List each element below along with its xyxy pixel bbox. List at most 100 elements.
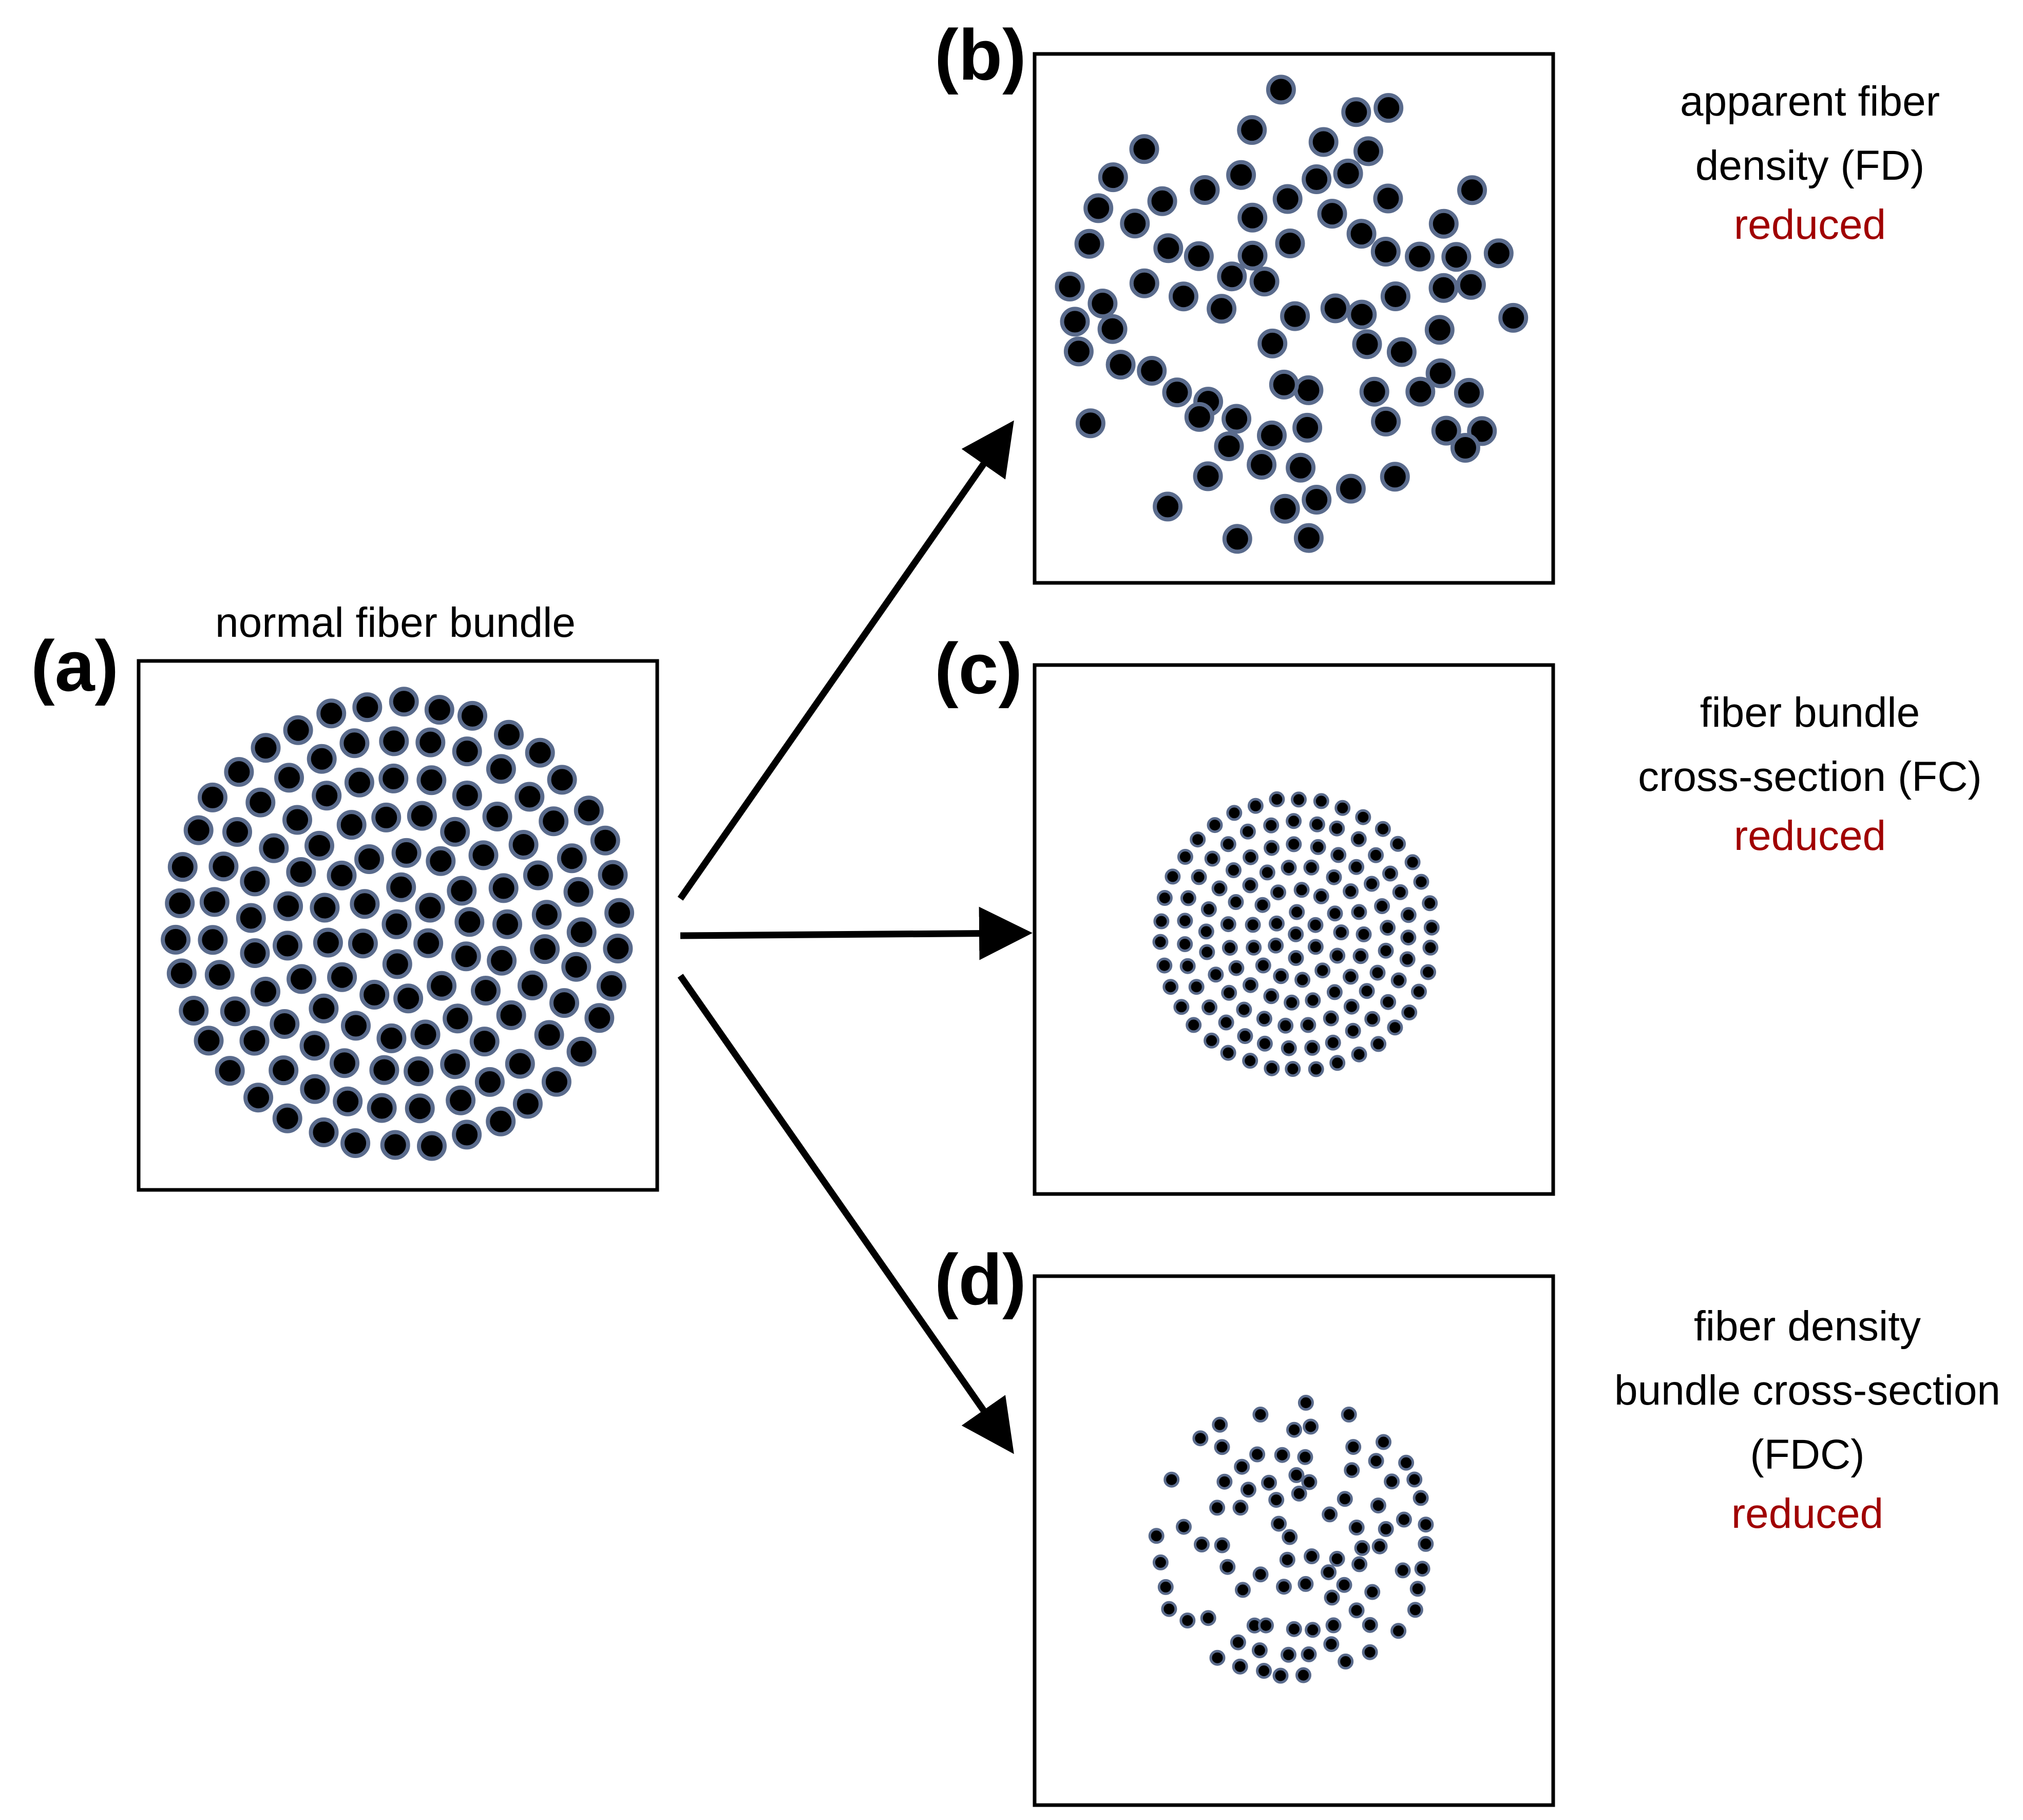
panel-a-fiber (603, 934, 633, 963)
panel-c-fiber (1188, 979, 1205, 995)
panel-d-fiber (1301, 1474, 1318, 1490)
panel-b-fiber (1153, 233, 1184, 263)
panel-a-fiber (183, 815, 214, 845)
panel-d-fiber (1157, 1579, 1174, 1595)
panel-a-fiber (440, 1049, 470, 1079)
panel-c-fiber (1368, 847, 1384, 863)
panel-d-fiber (1251, 1642, 1268, 1658)
panel-b-fiber (1098, 162, 1128, 193)
panel-a-fiber (179, 996, 209, 1026)
panel-a-frame (137, 659, 659, 1192)
panel-b-fiber (1129, 134, 1159, 164)
panel-d-fiber (1321, 1564, 1337, 1581)
panel-c-fiber (1273, 968, 1289, 984)
panel-d-fiber (1288, 1467, 1305, 1483)
panel-b-fiber (1457, 175, 1487, 205)
panel-b-fiber (1373, 183, 1403, 214)
panel-c-fiber (1288, 950, 1304, 966)
panel-a-title: normal fiber bundle (215, 599, 576, 646)
panel-a-fiber (405, 1093, 435, 1124)
panel-c-fiber (1326, 984, 1343, 1000)
panel-c-fiber (1220, 836, 1236, 852)
panel-b-fiber (1247, 450, 1277, 480)
panel-d-status: reduced (1731, 1490, 1883, 1537)
panel-a-fiber (312, 781, 342, 811)
panel-a-fiber (287, 964, 317, 994)
panel-a-fiber (273, 931, 302, 961)
panel-a-fiber (452, 781, 482, 810)
panel-d-letter: (d) (934, 1239, 1026, 1320)
panel-c-fiber (1359, 983, 1375, 999)
panel-b-fiber (1055, 272, 1085, 301)
panel-d-fibers (1148, 1395, 1434, 1684)
panel-a-fiber (380, 1130, 410, 1160)
panel-c-fiber (1200, 901, 1217, 917)
panel-c-fiber (1308, 1061, 1324, 1077)
panel-a-fiber (352, 692, 383, 723)
panel-d-fiber (1336, 1577, 1352, 1593)
panel-b-fiber (1380, 281, 1410, 311)
panel-a-fiber (486, 754, 516, 784)
panel-a-fiber (251, 733, 281, 763)
panel-c-fiber (1239, 823, 1256, 840)
panel-d-fiber (1338, 1653, 1354, 1670)
panel-c-fiber (1325, 1034, 1341, 1051)
panel-b-fiber (1293, 523, 1324, 553)
panel-d-fiber (1252, 1407, 1269, 1423)
panel-a-fiber (447, 876, 477, 906)
panel-a-fiber (222, 817, 252, 847)
panel-d-fiber (1279, 1551, 1295, 1568)
panel-a-fiber (339, 728, 370, 759)
panel-c-fiber (1186, 1017, 1202, 1033)
panel-d: (d) fiber density bundle cross-section (… (934, 1239, 2000, 1807)
panel-c-fiber (1204, 850, 1220, 867)
panel-c-fiber (1211, 880, 1228, 897)
panel-b-fiber (1184, 402, 1214, 432)
panel-a-fiber (561, 952, 591, 982)
panel-c-fiber (1413, 874, 1429, 890)
panel-c-fiber (1264, 840, 1280, 856)
panel-b-fiber (1373, 93, 1404, 123)
panel-c-fiber (1343, 969, 1359, 985)
panel-c-fiber (1247, 798, 1264, 814)
panel-b-fiber (1441, 242, 1472, 272)
panel-a-fiber (393, 983, 424, 1014)
panel-d-fiber (1413, 1490, 1429, 1506)
panel-c-frame (1033, 663, 1555, 1196)
panel-d-fiber (1303, 1418, 1319, 1435)
panel-d-fiber (1148, 1528, 1165, 1544)
panel-c-fiber (1422, 939, 1439, 956)
panel-d-fiber (1234, 1458, 1250, 1475)
panel-c-fiber (1400, 930, 1417, 946)
panel-a-fiber (446, 1085, 476, 1115)
panel-d-fiber (1297, 1576, 1314, 1592)
panel-c-fiber (1236, 1001, 1252, 1018)
panel-d-fiber (1214, 1537, 1230, 1553)
panel-c-fiber (1364, 1011, 1381, 1027)
panel-c-fiber (1286, 813, 1302, 829)
panel-a-fiber (549, 988, 579, 1018)
panel-c-fiber (1348, 859, 1365, 875)
panel-b-fiber (1308, 127, 1339, 157)
panel-d-fiber (1212, 1416, 1228, 1433)
panel-a-fiber (348, 928, 378, 959)
panel-b-fiber (1333, 158, 1363, 188)
panel-c-fiber (1173, 999, 1190, 1015)
panel-c-fiber (1289, 904, 1305, 920)
panel-d-fiber (1291, 1485, 1307, 1502)
panel-c-fiber (1351, 904, 1367, 920)
panel-a-fiber (307, 744, 337, 774)
panel-d-fiber (1214, 1439, 1230, 1455)
panel-a-fiber (413, 928, 444, 958)
panel-a-fiber (208, 851, 239, 882)
panel-c-fiber (1245, 917, 1261, 933)
panel-b-fiber (1431, 415, 1461, 446)
panel-c-fiber (1333, 924, 1349, 940)
panel-d-frame (1033, 1274, 1555, 1807)
panel-b-fiber (1257, 420, 1287, 450)
panel-c-fiber (1288, 926, 1304, 942)
panel-b-letter: (b) (934, 14, 1026, 95)
panel-d-fiber (1378, 1521, 1394, 1537)
panel-c-fiber (1237, 1028, 1253, 1044)
panel-a-fiber (488, 873, 519, 903)
